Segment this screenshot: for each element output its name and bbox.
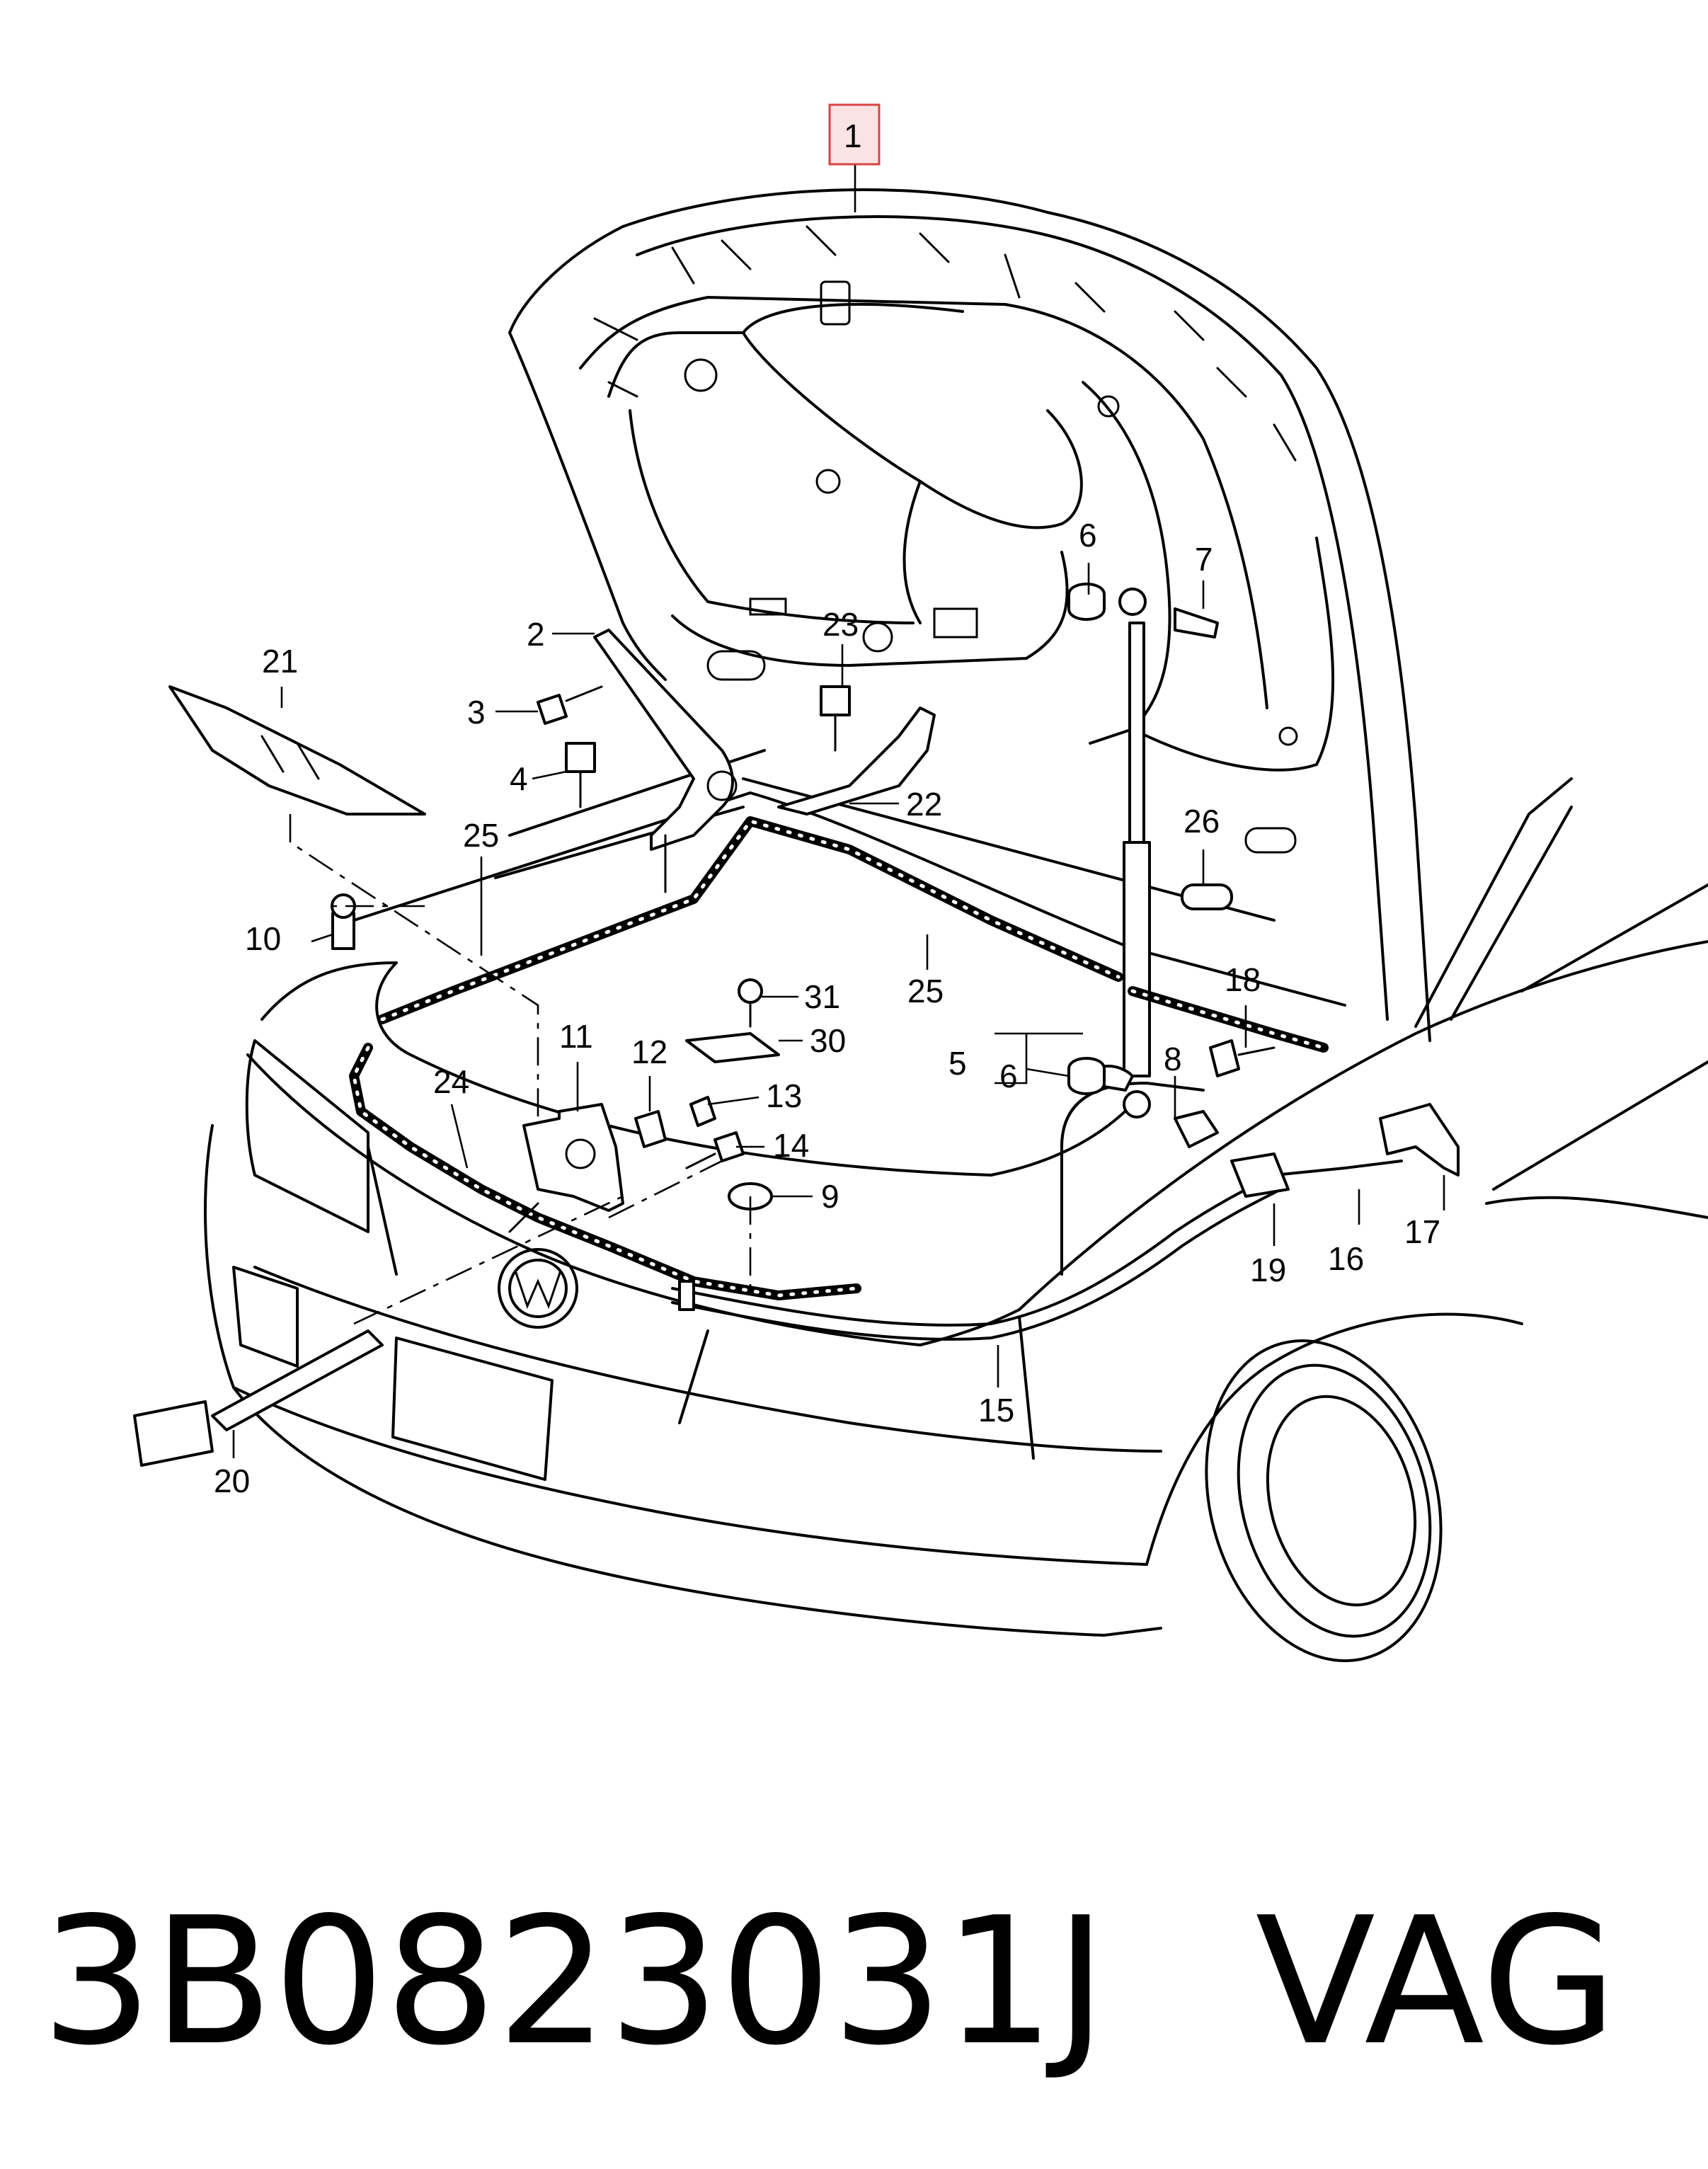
callout-18: 18: [1225, 961, 1261, 998]
callout-17: 17: [1404, 1213, 1440, 1250]
bolt-31: [738, 978, 763, 1028]
screw-4: [565, 742, 596, 808]
screw-23: [820, 685, 851, 752]
callout-6-upper: 6: [1079, 517, 1097, 554]
callout-5: 5: [948, 1045, 967, 1082]
part-number: 3B0823031J: [41, 1880, 1107, 2084]
callout-12: 12: [631, 1034, 667, 1070]
lock-mechanism: [508, 1103, 624, 1233]
bonnet: [508, 188, 1431, 1042]
callout-19: 19: [1250, 1252, 1286, 1288]
callout-15: 15: [978, 1392, 1014, 1429]
callouts: 1 2 3 4 5 6 6 7 8 9 10 11 12 13 14 15 16…: [214, 103, 1440, 1499]
callout-25-left: 25: [463, 817, 499, 854]
callout-25-right: 25: [907, 973, 944, 1009]
cap-6-upper: [1067, 583, 1106, 621]
callout-9: 9: [821, 1178, 839, 1215]
buffer-10: [331, 893, 356, 950]
callout-22: 22: [906, 786, 942, 823]
plate-30: [685, 1032, 780, 1063]
callout-16: 16: [1328, 1240, 1364, 1277]
callout-4: 4: [510, 760, 528, 797]
callout-23: 23: [823, 606, 859, 643]
parts-diagram: 1 2 3 4 5 6 6 7 8 9 10 11 12 13 14 15 16…: [133, 103, 1708, 1662]
release-lever: [1379, 1103, 1460, 1177]
callout-7: 7: [1195, 541, 1213, 578]
screw-3: [537, 685, 603, 725]
leader-lines: [232, 164, 1445, 1458]
bonnet-stay: [133, 1329, 384, 1467]
callout-30: 30: [810, 1022, 846, 1059]
callout-21: 21: [262, 643, 298, 680]
car-body: [204, 777, 1708, 1662]
callout-31: 31: [804, 978, 840, 1015]
release-cable: [671, 1152, 1403, 1341]
gas-strut: [1082, 588, 1219, 1148]
callout-26: 26: [1183, 803, 1220, 840]
rubber-26: [1181, 883, 1233, 910]
bolt-18: [1209, 1039, 1276, 1077]
callout-6-lower: 6: [999, 1058, 1018, 1094]
callout-11: 11: [559, 1018, 593, 1055]
callout-2: 2: [527, 616, 545, 653]
callout-8: 8: [1164, 1041, 1182, 1077]
vw-emblem-icon: [498, 1248, 578, 1329]
part-caption: 3B0823031J VAG: [41, 1876, 1669, 2088]
callout-20: 20: [214, 1463, 250, 1499]
seal-strips: [349, 816, 1329, 1300]
clip-13: [689, 1096, 716, 1127]
callout-13: 13: [766, 1077, 802, 1114]
cap-6-lower: [1067, 1057, 1106, 1095]
clip-12: [634, 1110, 667, 1148]
bolt-14: [685, 1131, 745, 1169]
callout-24: 24: [433, 1063, 469, 1100]
cover: [168, 685, 426, 815]
callout-1: 1: [844, 118, 862, 154]
hinge: [593, 629, 738, 893]
callout-10: 10: [245, 920, 281, 957]
brand: VAG: [1255, 1880, 1617, 2084]
callout-14: 14: [773, 1127, 809, 1164]
callout-3: 3: [467, 694, 486, 731]
deflector: [777, 706, 936, 815]
callout-1-highlight: [828, 103, 881, 166]
assembly-lines: [289, 814, 752, 1325]
